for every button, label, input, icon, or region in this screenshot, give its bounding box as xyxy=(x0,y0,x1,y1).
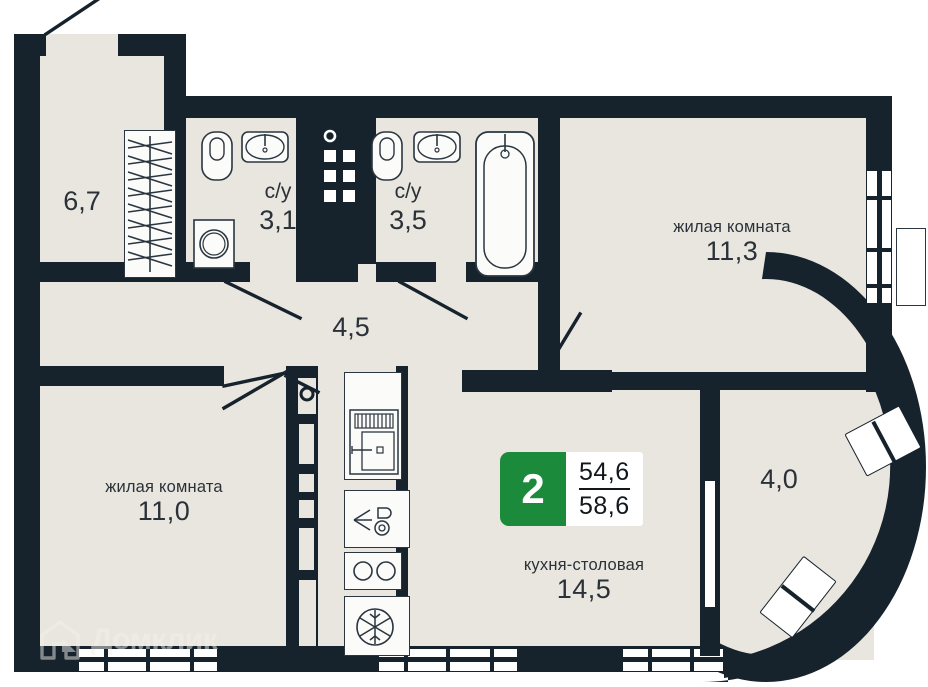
wall-living1-bottom-right xyxy=(612,372,892,390)
washing-machine-icon xyxy=(193,219,235,269)
room-label-corridor-area: 4,5 xyxy=(332,312,370,342)
badge-separator xyxy=(579,487,630,490)
balcony-door xyxy=(704,480,716,608)
rooms-area-badge: 2 54,6 58,6 xyxy=(500,452,643,526)
room-label-balcony-area: 4,0 xyxy=(760,464,798,494)
kitchen-area: 14,5 xyxy=(556,574,612,605)
window-br-mull-2 xyxy=(690,648,694,672)
room-label-living1: жилая комната 11,3 xyxy=(588,218,876,267)
living1-name: жилая комната xyxy=(673,218,791,236)
wall-bath1-bottom-b xyxy=(296,262,358,282)
wall-bath2-bottom xyxy=(376,262,436,282)
window-living1-rail-2 xyxy=(866,248,892,252)
bath1-area: 3,1 xyxy=(259,205,297,236)
wall-outer-left xyxy=(14,34,40,672)
window-bl-mull-2 xyxy=(146,648,150,672)
kitchen-sink-icon xyxy=(353,507,392,536)
badge-area-total: 54,6 xyxy=(579,457,630,486)
kitchen-cooktop-icon xyxy=(353,561,396,581)
bath2-name: с/у xyxy=(394,180,422,203)
bath2-area: 3,5 xyxy=(389,205,427,236)
wall-outer-top xyxy=(164,96,892,118)
window-bm-mull-3 xyxy=(490,648,494,672)
badge-room-count: 2 xyxy=(500,452,566,526)
wall-living1-left xyxy=(538,118,560,372)
window-living1-mullion xyxy=(877,170,882,304)
bath1-name: с/у xyxy=(264,180,292,203)
badge-areas: 54,6 58,6 xyxy=(566,452,643,526)
window-br-rail xyxy=(622,657,724,662)
kitchen-oven-icon xyxy=(349,409,399,475)
watermark-text: Домклик xyxy=(91,623,218,656)
room-label-hall-area: 6,7 xyxy=(63,186,101,216)
refrigerator-icon xyxy=(356,608,394,646)
sink-icon-bath2 xyxy=(413,131,461,163)
living2-name: жилая комната xyxy=(105,478,223,496)
badge-area-with-balcony: 58,6 xyxy=(579,491,630,520)
living1-area: 11,3 xyxy=(705,236,759,267)
domclick-logo-icon xyxy=(40,620,80,660)
kitchen-name: кухня-столовая xyxy=(523,556,645,574)
window-bl-mull-3 xyxy=(190,648,194,672)
living2-area: 11,0 xyxy=(137,496,191,527)
riser-shaft-icon xyxy=(323,129,355,202)
window-bm-mull-2 xyxy=(446,648,450,672)
wall-bath1-right xyxy=(296,118,318,282)
toilet-icon-bath1 xyxy=(201,131,233,181)
wardrobe-hatch-icon xyxy=(127,136,173,272)
window-living1-rail-1 xyxy=(866,196,892,200)
room-label-kitchen: кухня-столовая 14,5 xyxy=(440,556,728,605)
window-bm-mull-1 xyxy=(404,648,408,672)
room-label-bath1: с/у 3,1 xyxy=(218,180,338,237)
wall-corridor-bottom-left xyxy=(14,366,224,386)
sink-icon-bath1 xyxy=(241,131,289,163)
door-gap-entry xyxy=(46,34,118,56)
room-label-bath2: с/у 3,5 xyxy=(348,180,468,237)
wall-hall-right xyxy=(164,34,186,110)
window-living1-rail-3 xyxy=(866,284,892,288)
bathtub-icon xyxy=(475,131,535,277)
window-br-mull-1 xyxy=(648,648,652,672)
wall-living1-bottom xyxy=(462,370,612,392)
toilet-icon-bath2 xyxy=(371,131,403,181)
window-bl-mull-1 xyxy=(104,648,108,672)
window-living1-casement xyxy=(896,228,926,306)
watermark: Домклик xyxy=(38,618,218,662)
room-label-living2: жилая комната 11,0 xyxy=(20,478,308,527)
